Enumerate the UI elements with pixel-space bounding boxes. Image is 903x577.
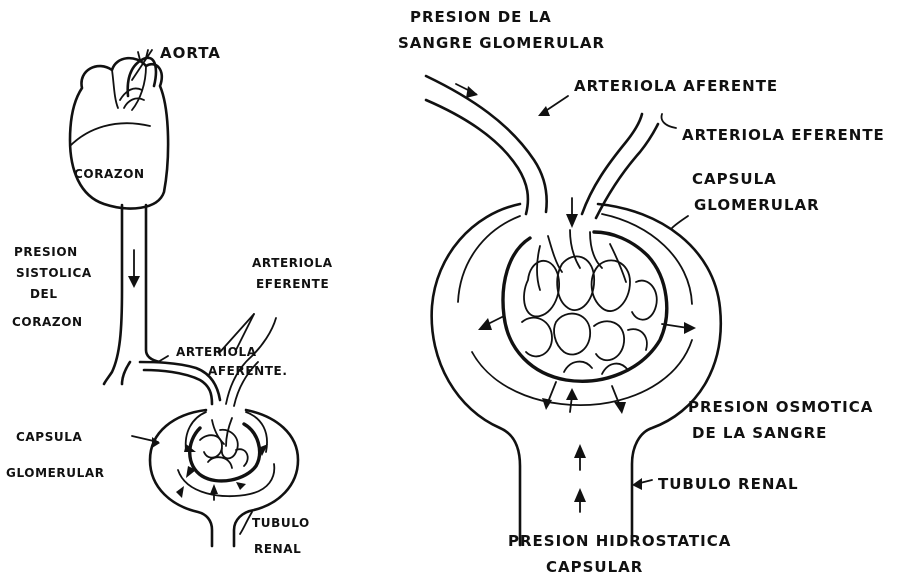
aorta-label: AORTA xyxy=(160,44,221,62)
systolic-pressure-line-3: DEL xyxy=(30,287,58,301)
left-tubule-label-line-1: TUBULO xyxy=(252,516,310,530)
left-tubule-label-line-2: RENAL xyxy=(254,542,301,556)
right-capsule-drawing xyxy=(432,204,721,545)
systolic-pressure-line-4: CORAZON xyxy=(12,315,83,329)
right-afferent-leader xyxy=(544,96,568,112)
left-efferent-label-line-2: EFERENTE xyxy=(256,277,329,291)
systolic-pressure-line-1: PRESION xyxy=(14,245,78,259)
systolic-pressure-line-2: SISTOLICA xyxy=(16,266,92,280)
right-efferent-leader xyxy=(662,114,676,128)
left-capsule-label-line-2: GLOMERULAR xyxy=(6,466,105,480)
right-afferent-arteriole-drawing xyxy=(426,76,578,228)
glomerular-pressure-line-1: PRESION DE LA xyxy=(410,8,552,26)
left-afferent-label-line-2: AFERENTE. xyxy=(208,364,288,378)
heart-label: CORAZON xyxy=(74,167,145,181)
osmotic-pressure-line-2: DE LA SANGRE xyxy=(692,424,827,442)
right-diagram: PRESION DE LA SANGRE GLOMERULAR ARTERIOL… xyxy=(398,8,885,576)
hydrostatic-pressure-line-1: PRESION HIDROSTATICA xyxy=(508,532,731,550)
left-afferent-label-line-1: ARTERIOLA xyxy=(176,345,257,359)
left-afferent-leader xyxy=(158,356,168,362)
left-capsule-label-line-1: CAPSULA xyxy=(16,430,83,444)
descending-vessel xyxy=(104,205,220,404)
right-tubule-label: TUBULO RENAL xyxy=(658,475,799,493)
left-diagram: AORTA CORAZON PRESION SISTOLICA DEL CORA… xyxy=(6,44,333,556)
glomerular-pressure-line-2: SANGRE GLOMERULAR xyxy=(398,34,605,52)
right-capsule-label-line-2: GLOMERULAR xyxy=(694,196,820,214)
right-afferent-label: ARTERIOLA AFERENTE xyxy=(574,77,778,95)
glomerulus-drawing xyxy=(503,230,667,381)
heart-drawing xyxy=(70,58,168,208)
left-efferent-label-line-1: ARTERIOLA xyxy=(252,256,333,270)
right-efferent-arteriole-drawing xyxy=(582,114,658,218)
right-capsule-label-line-1: CAPSULA xyxy=(692,170,777,188)
hydrostatic-pressure-line-2: CAPSULAR xyxy=(546,558,643,576)
left-efferent-arteriole-drawing xyxy=(220,314,276,406)
osmotic-pressure-line-1: PRESION OSMOTICA xyxy=(688,398,873,416)
right-efferent-label: ARTERIOLA EFERENTE xyxy=(682,126,885,144)
right-capsule-leader xyxy=(672,216,688,228)
